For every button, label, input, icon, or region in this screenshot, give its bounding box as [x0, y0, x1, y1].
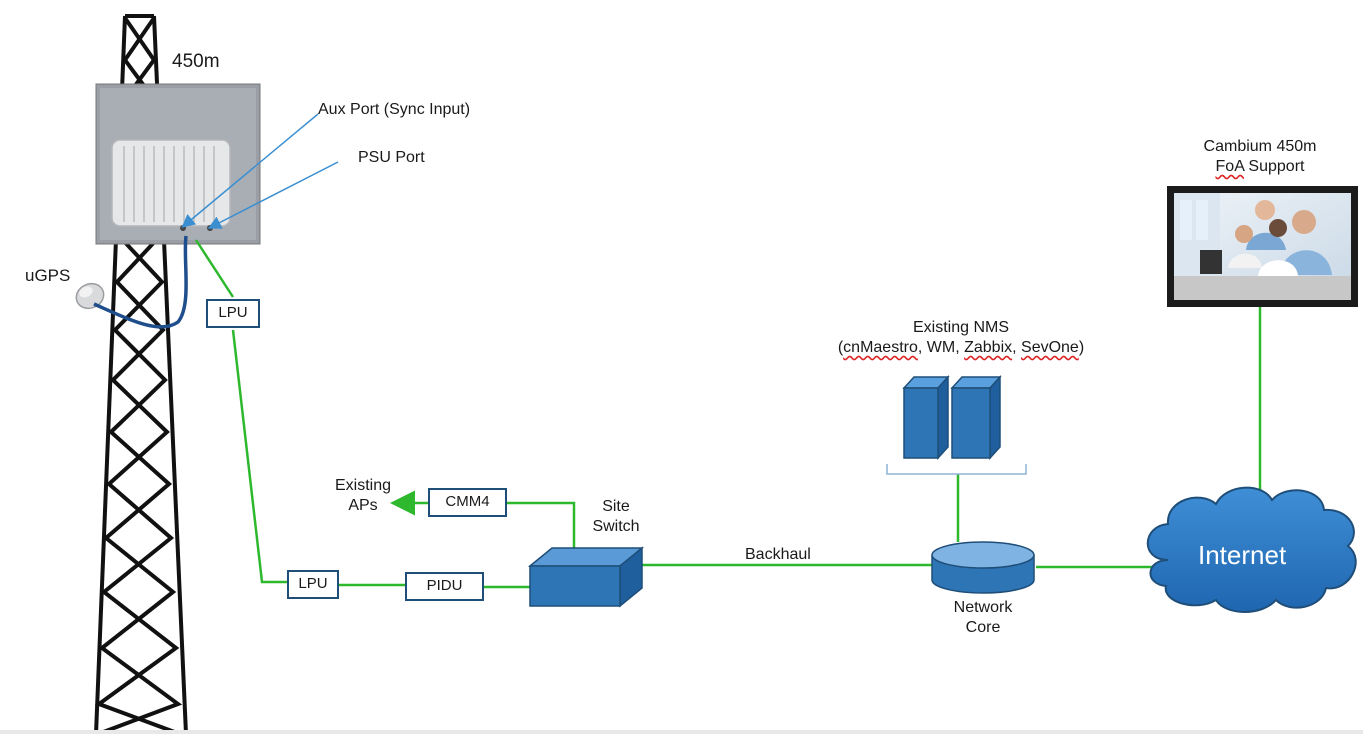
nms-wm: , WM, [917, 339, 965, 356]
psu-port-pointer [207, 161, 339, 229]
nms-close: ) [1078, 339, 1085, 356]
aux-port-pointer [181, 113, 319, 228]
gps-cable [93, 235, 188, 329]
link-lpu-lpu [231, 329, 287, 584]
nms-line1: Existing NMS [912, 319, 1010, 336]
support-foa: FoA [1215, 158, 1244, 175]
network-core-line2: Core [965, 619, 1001, 636]
site-switch-line2: Switch [592, 518, 640, 535]
bottom-edge [0, 730, 1363, 734]
nms-sevone: SevOne [1021, 339, 1079, 356]
existing-aps-line2: APs [348, 497, 378, 514]
nms-open: ( [837, 339, 844, 356]
network-core-router [931, 541, 1035, 594]
support-line2: FoA Support [1170, 157, 1350, 177]
internet-label: Internet [1198, 540, 1287, 570]
existing-aps-label: Existing APs [333, 476, 393, 516]
nms-cnmaestro: cnMaestro [843, 339, 918, 356]
link-switch-cmm4 [507, 501, 576, 550]
access-point-450m [95, 83, 261, 245]
existing-aps-line1: Existing [334, 477, 392, 494]
ugps-label: uGPS [25, 266, 71, 285]
cmm4-box: CMM4 [428, 488, 507, 517]
psu-port-label: PSU Port [358, 149, 425, 166]
support-rest: Support [1243, 158, 1305, 175]
internet-cloud [1146, 486, 1357, 613]
network-core-line1: Network [953, 599, 1013, 616]
nms-label: Existing NMS (cnMaestro, WM, Zabbix, Sev… [806, 318, 1116, 358]
nms-sep: , [1012, 339, 1022, 356]
nms-servers [886, 375, 1027, 475]
support-team-photo [1167, 186, 1358, 307]
network-core-label: Network Core [938, 598, 1028, 638]
site-switch-label: Site Switch [586, 497, 646, 537]
support-label: Cambium 450m FoA Support [1170, 137, 1350, 177]
support-line1: Cambium 450m [1203, 138, 1317, 155]
nms-zabbix: Zabbix [964, 339, 1013, 356]
lpu-top-box: LPU [206, 299, 260, 328]
nms-line2: (cnMaestro, WM, Zabbix, SevOne) [806, 338, 1116, 358]
link-ap-lpu [194, 239, 235, 298]
ugps-device [75, 282, 105, 310]
site-switch-line1: Site [602, 498, 630, 515]
lpu-bottom-box: LPU [287, 570, 339, 599]
pidu-box: PIDU [405, 572, 484, 601]
site-switch-device [527, 546, 645, 608]
aux-port-label: Aux Port (Sync Input) [318, 101, 471, 118]
backhaul-label: Backhaul [745, 546, 811, 563]
tower-height-label: 450m [172, 51, 220, 72]
